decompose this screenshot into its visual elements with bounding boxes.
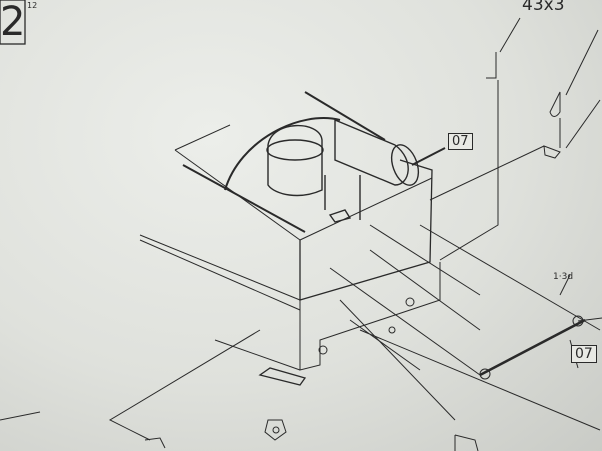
housing-box	[139, 124, 441, 386]
screw-spec-label: 43x3	[522, 0, 565, 15]
pin-rod	[479, 315, 602, 380]
part-ref-right: 07	[571, 345, 597, 363]
motor-assembly	[182, 91, 446, 233]
diameter-label: 1·3d	[553, 272, 574, 282]
part-ref-top: 07	[448, 133, 473, 150]
leader-lines	[108, 17, 601, 441]
page-number: 2	[0, 0, 26, 45]
fasteners	[0, 297, 479, 451]
page-number-superscript: 12	[27, 1, 38, 10]
page-number-frame	[0, 0, 26, 45]
